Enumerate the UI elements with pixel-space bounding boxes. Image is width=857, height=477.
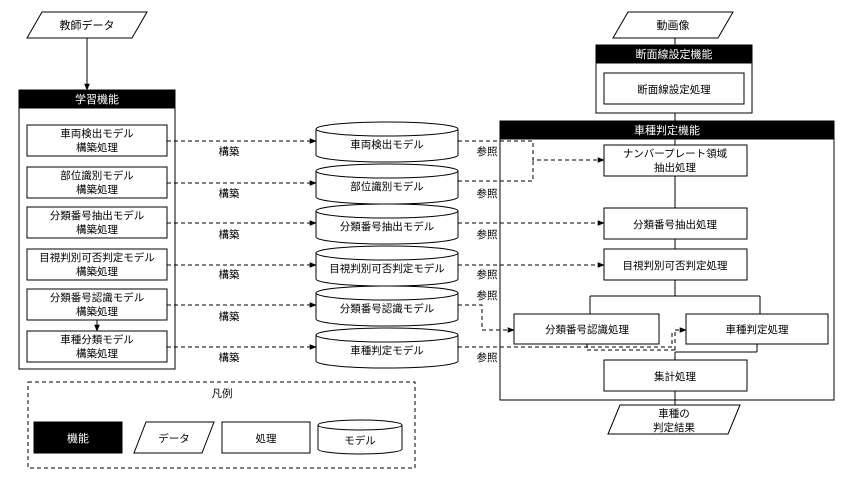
plate-line2: 抽出処理 bbox=[654, 161, 696, 174]
model-cylinder-1: 車両検出モデル bbox=[315, 121, 459, 163]
type-judge-process: 車種判定処理 bbox=[685, 313, 829, 345]
teacher-data-parallelogram: 教師データ bbox=[26, 11, 148, 39]
video-label: 動画像 bbox=[657, 18, 690, 32]
learn-item-6: 車種分類モデル 構築処理 bbox=[26, 330, 168, 363]
result-parallelogram: 車種の 判定結果 bbox=[607, 404, 741, 435]
refer-label-2: 参照 bbox=[477, 187, 498, 200]
legend-model-swatch bbox=[317, 419, 403, 455]
model-1-label: 車両検出モデル bbox=[350, 138, 424, 151]
learn-item-5-line1: 分類番号認識モデル bbox=[50, 291, 145, 304]
learn-item-1-line2: 構築処理 bbox=[76, 141, 118, 154]
section-line-process-label: 断面線設定処理 bbox=[637, 83, 711, 96]
legend-function-swatch bbox=[33, 421, 123, 454]
type-judge-label: 車種判定処理 bbox=[726, 323, 789, 336]
refer-label-4: 参照 bbox=[477, 268, 498, 281]
legend-process-label: 処理 bbox=[256, 432, 277, 445]
build-label-6: 構築 bbox=[219, 351, 240, 364]
learn-item-4-line2: 構築処理 bbox=[76, 265, 118, 278]
learn-item-1-line1: 車両検出モデル bbox=[60, 127, 134, 140]
learn-item-3-line1: 分類番号抽出モデル bbox=[50, 209, 145, 222]
section-line-function-panel: 断面線設定機能 断面線設定処理 bbox=[595, 44, 753, 114]
refer-label-1: 参照 bbox=[477, 145, 498, 158]
legend-panel: 凡例 機能 データ 処理 モデル bbox=[27, 381, 416, 469]
legend-title: 凡例 bbox=[212, 387, 233, 400]
build-label-1: 構築 bbox=[219, 145, 240, 158]
refer-label-5: 参照 bbox=[477, 289, 498, 302]
teacher-data-label: 教師データ bbox=[60, 18, 115, 32]
visual-judge-label: 目視判別可否判定処理 bbox=[623, 259, 728, 272]
learn-item-2-line2: 構築処理 bbox=[76, 183, 118, 196]
model-4-label: 目視判別可否判定モデル bbox=[329, 262, 445, 275]
model-cylinder-6: 車種判定モデル bbox=[315, 327, 459, 369]
legend-model-label: モデル bbox=[344, 434, 376, 447]
aggregate-label: 集計処理 bbox=[654, 370, 696, 383]
video-parallelogram: 動画像 bbox=[612, 11, 734, 39]
model-2-label: 部位識別モデル bbox=[350, 180, 424, 193]
legend-process-swatch bbox=[221, 421, 311, 454]
build-label-4: 構築 bbox=[219, 268, 240, 281]
refer-label-6: 参照 bbox=[477, 351, 498, 364]
learn-item-6-line1: 車種分類モデル bbox=[60, 333, 134, 346]
refer-label-3: 参照 bbox=[477, 228, 498, 241]
visual-judge-process: 目視判別可否判定処理 bbox=[603, 248, 748, 281]
result-line1: 車種の bbox=[658, 407, 690, 420]
legend-function-label: 機能 bbox=[67, 431, 89, 445]
class-extract-process: 分類番号抽出処理 bbox=[603, 207, 748, 240]
model-cylinder-3: 分類番号抽出モデル bbox=[315, 203, 459, 245]
build-label-2: 構築 bbox=[219, 187, 240, 200]
learn-item-6-line2: 構築処理 bbox=[76, 347, 118, 360]
learning-function-title: 学習機能 bbox=[75, 92, 119, 106]
reference-arrows bbox=[458, 140, 673, 348]
learn-item-2-line1: 部位識別モデル bbox=[60, 169, 134, 182]
model-6-label: 車種判定モデル bbox=[350, 344, 424, 357]
model-5-label: 分類番号認識モデル bbox=[340, 302, 435, 315]
model-cylinder-2: 部位識別モデル bbox=[315, 163, 459, 205]
learn-item-5: 分類番号認識モデル 構築処理 bbox=[26, 288, 168, 321]
learn-item-3: 分類番号抽出モデル 構築処理 bbox=[26, 206, 168, 239]
vehicle-type-function-title: 車種判定機能 bbox=[634, 123, 700, 137]
plate-line1: ナンバープレート領域 bbox=[623, 147, 728, 160]
build-arrows bbox=[167, 138, 317, 350]
model-cylinder-4: 目視判別可否判定モデル bbox=[315, 245, 459, 287]
learn-item-5-line2: 構築処理 bbox=[76, 305, 118, 318]
learn-item-1: 車両検出モデル 構築処理 bbox=[26, 124, 168, 157]
class-recognition-process: 分類番号認識処理 bbox=[513, 313, 660, 345]
learn-item-2: 部位識別モデル 構築処理 bbox=[26, 166, 168, 199]
build-label-5: 構築 bbox=[219, 310, 240, 323]
class-extract-label: 分類番号抽出処理 bbox=[633, 218, 717, 231]
build-label-3: 構築 bbox=[219, 228, 240, 241]
learn-item-4-line1: 目視判別可否判定モデル bbox=[39, 251, 155, 264]
learn-item-3-line2: 構築処理 bbox=[76, 223, 118, 236]
plate-extract-process: ナンバープレート領域 抽出処理 bbox=[603, 144, 748, 177]
legend-data-swatch bbox=[133, 421, 215, 454]
result-line2: 判定結果 bbox=[653, 421, 695, 434]
class-recognition-label: 分類番号認識処理 bbox=[545, 323, 629, 336]
aggregate-process: 集計処理 bbox=[603, 359, 748, 392]
legend-data-label: データ bbox=[158, 432, 190, 445]
model-cylinder-5: 分類番号認識モデル bbox=[315, 285, 459, 327]
model-3-label: 分類番号抽出モデル bbox=[340, 220, 435, 233]
section-line-function-title: 断面線設定機能 bbox=[636, 47, 713, 61]
learn-item-4: 目視判別可否判定モデル 構築処理 bbox=[26, 248, 168, 281]
